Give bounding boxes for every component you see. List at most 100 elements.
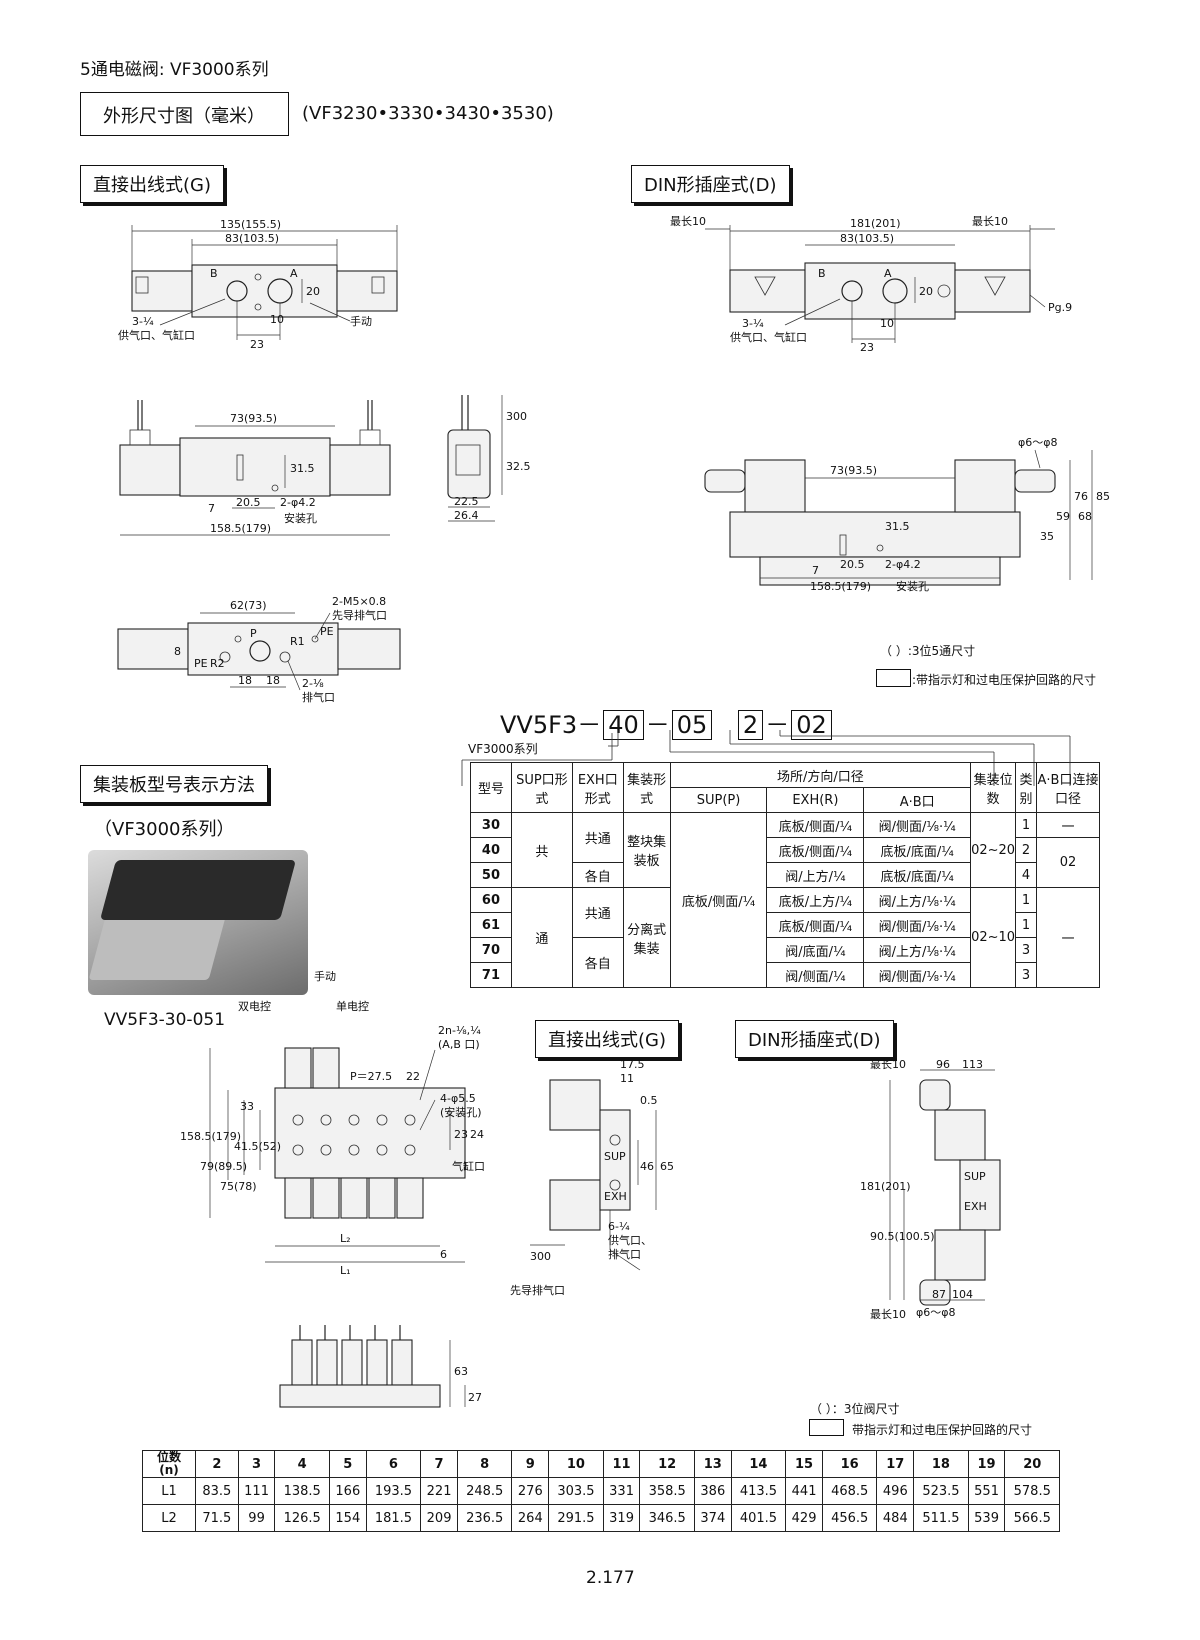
- mside-d-d87: 87: [932, 1288, 946, 1301]
- mfront-d27: 27: [468, 1391, 482, 1404]
- d-top-port-b: B: [818, 267, 826, 280]
- order-code-c4: 02: [791, 710, 832, 740]
- mside-d-d104: 104: [952, 1288, 973, 1301]
- drawing-d-front: 73(93.5) φ6～φ8 31.5 20.5 2-φ4.2 7 158.5(…: [704, 436, 1110, 593]
- d-front-dim-68: 68: [1078, 510, 1092, 523]
- l2-3: 154: [328, 1504, 367, 1532]
- d-front-dim-76: 76: [1074, 490, 1088, 503]
- row-30-type: 30: [470, 812, 512, 838]
- th-stations: 集装位数: [970, 762, 1017, 813]
- l2-18: 566.5: [1004, 1504, 1060, 1532]
- row-71-exh-r: 阀/侧面/¼: [766, 962, 865, 988]
- d-front-dim-body: 73(93.5): [830, 464, 877, 477]
- n-16: 18: [913, 1450, 969, 1478]
- row-61-exh-r: 底板/侧面/¼: [766, 912, 865, 938]
- l1-17: 551: [967, 1477, 1006, 1505]
- row-70-kind: 3: [1015, 937, 1038, 963]
- row-l2: L2 71.5 99 126.5 154 181.5 209 236.5 264…: [142, 1504, 1060, 1532]
- note-paren-2: （ ）：3位阀尺寸: [810, 1402, 900, 1416]
- mtop-h1: 158.5(179): [180, 1130, 241, 1143]
- manifold-photo: [88, 850, 308, 995]
- header-manifold: 集装板型号表示方法: [80, 765, 268, 803]
- drawing-g-top: 135(155.5) 83(103.5) B A 20 10 23 3-¼ 供气…: [118, 218, 398, 351]
- mside-d-h90: 90.5(100.5): [870, 1230, 935, 1243]
- order-code-c3: 2: [737, 710, 764, 740]
- n-15: 17: [876, 1450, 915, 1478]
- g-bottom-m5: 2-M5×0.8: [332, 595, 386, 608]
- order-code-sep-2: －: [645, 711, 670, 739]
- mtop-l1: L₁: [340, 1264, 351, 1277]
- row-40-type: 40: [470, 837, 512, 863]
- row-71-kind: 3: [1015, 962, 1038, 988]
- g-bottom-ex: 2-⅛: [302, 677, 324, 690]
- mside-d65: 65: [660, 1160, 674, 1173]
- mtop-h3: 75(78): [220, 1180, 257, 1193]
- d-front-phi: φ6～φ8: [1018, 436, 1058, 449]
- d-top-port-size: 3-¼: [742, 317, 764, 330]
- g-bottom-pe2: PE: [194, 657, 208, 670]
- g-bottom-r1: R1: [290, 635, 305, 648]
- l2-1: 99: [237, 1504, 276, 1532]
- d-top-dim-total: 181(201): [850, 217, 901, 230]
- drawing-g-front: 73(93.5) 31.5 20.5 2-φ4.2 7 158.5(179) 安…: [119, 400, 391, 536]
- dimension-table: 位数 (n) 2 3 4 5 6 7 8 9 10 11 12 13 14 15…: [142, 1450, 1060, 1532]
- l1-16: 523.5: [913, 1477, 969, 1505]
- th-sup: SUP口形式: [510, 762, 573, 813]
- l1-3: 166: [328, 1477, 367, 1505]
- note-box-1-icon: [876, 669, 911, 687]
- mtop-h4: 41.5(52): [234, 1140, 281, 1153]
- th-ab: A·B口: [863, 787, 972, 813]
- d-front-mount: 安装孔: [896, 579, 929, 593]
- n-10: 12: [639, 1450, 695, 1478]
- n-7: 9: [511, 1450, 550, 1478]
- l1-10: 358.5: [639, 1477, 695, 1505]
- mount-split: 分离式集装: [622, 887, 671, 988]
- d-front-dim-total: 158.5(179): [810, 580, 871, 593]
- mtop-d22: 22: [406, 1070, 420, 1083]
- d-top-max-right: 最长10: [972, 215, 1008, 228]
- g-bottom-pilot: 先导排气口: [332, 608, 387, 622]
- row-50-type: 50: [470, 862, 512, 888]
- order-code: VV5F3－40－05 2－02: [500, 705, 834, 740]
- g-top-port-size: 3-¼: [132, 315, 154, 328]
- g-side-dim-264: 26.4: [454, 509, 479, 522]
- g-front-dim-body: 73(93.5): [230, 412, 277, 425]
- exh-common-2: 共通: [571, 887, 624, 938]
- d-front-dim-35: 35: [1040, 530, 1054, 543]
- mside-d-d113: 113: [962, 1058, 983, 1071]
- row-70-ab: 阀/上方/⅛·¼: [863, 937, 972, 963]
- g-top-port-a: A: [290, 267, 298, 280]
- note-paren-1: （ ）:3位5通尺寸: [880, 644, 976, 658]
- row-50-exh-r: 阀/上方/¼: [766, 862, 865, 888]
- n-4: 6: [365, 1450, 422, 1478]
- row-40-kind: 2: [1015, 837, 1038, 863]
- mtop-single: 单电控: [336, 999, 369, 1013]
- l2-4: 181.5: [365, 1504, 422, 1532]
- mside-d46: 46: [640, 1160, 654, 1173]
- d-top-port-a: A: [884, 267, 892, 280]
- g-bottom-r2: R2: [210, 657, 225, 670]
- mtop-d23: 23: [454, 1128, 468, 1141]
- l1-5: 221: [420, 1477, 458, 1505]
- l1-8: 303.5: [548, 1477, 604, 1505]
- l1-6: 248.5: [456, 1477, 513, 1505]
- l2-8: 291.5: [548, 1504, 604, 1532]
- n-12: 14: [730, 1450, 787, 1478]
- d-top-port-desc: 供气口、气缸口: [730, 330, 807, 344]
- mside-d11: 11: [620, 1072, 634, 1085]
- n-6: 8: [456, 1450, 513, 1478]
- d-front-dim-205: 20.5: [840, 558, 865, 571]
- drawing-g-side: 300 32.5 22.5 26.4: [447, 395, 531, 522]
- g-top-manual: 手动: [350, 314, 372, 328]
- g-front-dim-7: 7: [208, 502, 215, 515]
- row-l1: L1 83.5 111 138.5 166 193.5 221 248.5 27…: [142, 1477, 1060, 1505]
- l2-0: 71.5: [195, 1504, 239, 1532]
- mtop-d24: 24: [470, 1128, 484, 1141]
- exh-separate-2: 各自: [571, 937, 624, 988]
- models-label: (VF3230•3330•3430•3530): [302, 103, 554, 124]
- row-40-exh-r: 底板/侧面/¼: [766, 837, 865, 863]
- order-code-sep-3: －: [765, 711, 790, 739]
- row-70-type: 70: [470, 937, 512, 963]
- l1-1: 111: [237, 1477, 276, 1505]
- mside-d-max1: 最长10: [870, 1058, 906, 1071]
